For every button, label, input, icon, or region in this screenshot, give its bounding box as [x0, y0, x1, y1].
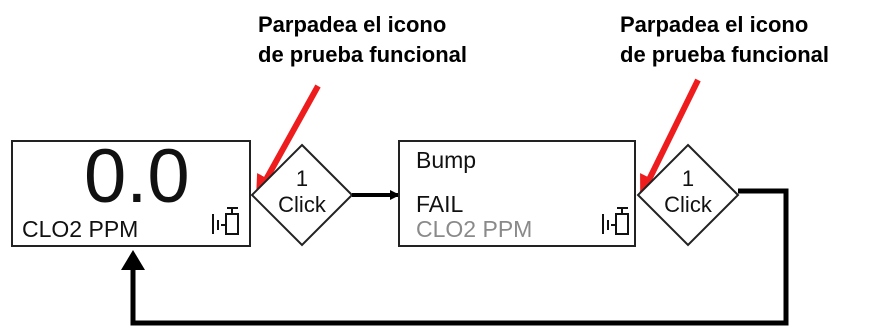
annotation-right-line1: Parpadea el icono — [620, 12, 808, 37]
screen-bump-fail: Bump FAIL CLO2 PPM — [398, 140, 636, 247]
decision-click-1: 1 Click — [250, 143, 354, 247]
decision-click-2: 1 Click — [636, 143, 740, 247]
annotation-right-line2: de prueba funcional — [620, 42, 829, 67]
bump-test-icon — [212, 207, 239, 235]
click-count: 1 — [296, 166, 308, 191]
gas-unit-label-muted: CLO2 PPM — [416, 216, 532, 242]
annotation-left-line1: Parpadea el icono — [258, 12, 446, 37]
bump-test-icon — [602, 207, 629, 235]
return-arrowhead — [121, 250, 145, 270]
gas-reading-value: 0.0 — [84, 134, 190, 219]
fail-label: FAIL — [416, 191, 464, 217]
gas-unit-label: CLO2 PPM — [22, 216, 138, 242]
screen-reading: 0.0 CLO2 PPM — [11, 134, 251, 247]
annotation-arrow-right — [639, 78, 701, 198]
click-count: 1 — [682, 166, 694, 191]
click-action: Click — [664, 192, 713, 217]
click-action: Click — [278, 192, 327, 217]
bump-label: Bump — [416, 147, 476, 173]
annotation-left-line2: de prueba funcional — [258, 42, 467, 67]
return-loop-line — [130, 188, 789, 326]
annotation-arrow-left — [255, 84, 321, 198]
